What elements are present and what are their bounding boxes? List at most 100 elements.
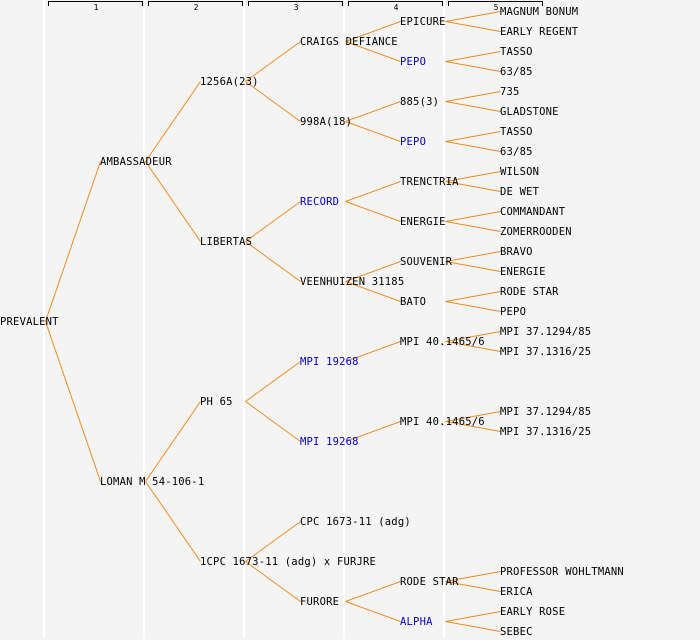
parent-link-line: [145, 161, 201, 242]
ancestor-node-label[interactable]: PEPO: [400, 56, 427, 68]
ancestor-node-label[interactable]: ALPHA: [400, 616, 433, 628]
ancestor-node-label: MPI 40.1465/6: [400, 336, 485, 348]
ancestor-node-label: RODE STAR: [500, 286, 559, 298]
ancestor-node-label: 63/85: [500, 146, 533, 158]
ancestor-node-label: LOMAN M 54-106-1: [100, 476, 205, 488]
ancestor-node-label: TASSO: [500, 126, 533, 138]
ancestor-node-label: 1256A(23): [200, 76, 259, 88]
ancestor-node-label: 63/85: [500, 66, 533, 78]
parent-link-line: [445, 411, 501, 422]
parent-link-line: [445, 301, 501, 312]
ancestor-node-label: GLADSTONE: [500, 106, 559, 118]
ancestor-node-label[interactable]: MPI 19268: [300, 436, 359, 448]
ancestor-node-label: FURORE: [300, 596, 340, 608]
parent-link-line: [445, 341, 501, 352]
ancestor-node-label: RODE STAR: [400, 576, 459, 588]
ancestor-node-label: PH 65: [200, 396, 233, 408]
parent-link-line: [345, 21, 401, 42]
ancestor-node-label: DE WET: [500, 186, 540, 198]
ancestor-node-label: COMMANDANT: [500, 206, 566, 218]
ancestor-node-label: MPI 40.1465/6: [400, 416, 485, 428]
ancestor-node-label: 998A(18): [300, 116, 353, 128]
parent-link-line: [445, 331, 501, 342]
parent-link-line: [445, 91, 501, 102]
parent-link-line: [445, 171, 501, 182]
generation-number: 5: [494, 3, 499, 12]
ancestor-node-label: ENERGIE: [500, 266, 546, 278]
ancestor-node-label: 885(3): [400, 96, 440, 108]
ancestor-node-label: PROFESSOR WOHLTMANN: [500, 566, 624, 578]
parent-link-line: [345, 581, 401, 602]
parent-link-line: [445, 571, 501, 582]
parent-link-line: [345, 341, 401, 362]
column-separators: [43, 0, 445, 638]
generation-headers: 1 2 3 4 5: [48, 1, 543, 12]
ancestor-node-label[interactable]: PEPO: [400, 136, 427, 148]
generation-bracket: [148, 1, 243, 6]
generation-bracket: [48, 1, 143, 6]
parent-link-line: [445, 291, 501, 302]
ancestor-node-label: MPI 37.1294/85: [500, 326, 592, 338]
pedigree-links: [45, 11, 501, 632]
parent-link-line: [445, 101, 501, 112]
parent-link-line: [445, 61, 501, 72]
parent-link-line: [145, 401, 201, 482]
ancestor-node-label: SOUVENIR: [400, 256, 453, 268]
ancestor-node-label: MAGNUM BONUM: [500, 6, 579, 18]
parent-link-line: [245, 201, 301, 242]
generation-number: 3: [294, 3, 299, 12]
parent-link-line: [445, 221, 501, 232]
parent-link-line: [145, 481, 201, 562]
ancestor-node-label: TRENCTRIA: [400, 176, 459, 188]
ancestor-node-label: MPI 37.1294/85: [500, 406, 592, 418]
generation-number: 1: [94, 3, 99, 12]
parent-link-line: [445, 261, 501, 272]
generation-number: 2: [194, 3, 199, 12]
generation-bracket: [248, 1, 343, 6]
ancestor-node-label: WILSON: [500, 166, 540, 178]
ancestor-node-label: CRAIGS DEFIANCE: [300, 36, 398, 48]
generation-bracket: [348, 1, 443, 6]
ancestor-node-label: PEPO: [500, 306, 527, 318]
parent-link-line: [245, 561, 301, 602]
parent-link-line: [445, 421, 501, 432]
ancestor-node-label: EARLY ROSE: [500, 606, 566, 618]
ancestor-node-label: BATO: [400, 296, 427, 308]
ancestor-node-label: EARLY REGENT: [500, 26, 579, 38]
parent-link-line: [245, 361, 301, 402]
parent-link-line: [245, 521, 301, 562]
parent-link-line: [345, 101, 401, 122]
parent-link-line: [445, 141, 501, 152]
ancestor-node-label: 735: [500, 86, 520, 98]
ancestor-node-label: MPI 37.1316/25: [500, 426, 592, 438]
parent-link-line: [445, 181, 501, 192]
parent-link-line: [245, 41, 301, 82]
ancestor-node-label[interactable]: MPI 19268: [300, 356, 359, 368]
parent-link-line: [445, 621, 501, 632]
generation-number: 4: [394, 3, 399, 12]
parent-link-line: [45, 161, 101, 322]
root-node-label: PREVALENT: [0, 316, 59, 328]
parent-link-line: [445, 581, 501, 592]
ancestor-node-label: TASSO: [500, 46, 533, 58]
parent-link-line: [445, 51, 501, 62]
ancestor-node-label: ZOMERROODEN: [500, 226, 572, 238]
parent-link-line: [345, 281, 401, 302]
parent-link-line: [445, 251, 501, 262]
parent-link-line: [445, 611, 501, 622]
parent-link-line: [445, 21, 501, 32]
parent-link-line: [345, 121, 401, 142]
generation-bracket: [448, 1, 543, 6]
ancestor-node-label[interactable]: RECORD: [300, 196, 340, 208]
ancestor-node-label: ERICA: [500, 586, 533, 598]
parent-link-line: [445, 211, 501, 222]
parent-link-line: [445, 131, 501, 142]
ancestor-node-label: ENERGIE: [400, 216, 446, 228]
ancestor-node-label: CPC 1673-11 (adg): [300, 516, 411, 528]
parent-link-line: [345, 601, 401, 622]
parent-link-line: [345, 421, 401, 442]
ancestor-node-label: MPI 37.1316/25: [500, 346, 592, 358]
parent-link-line: [345, 41, 401, 62]
ancestor-node-label: SEBEC: [500, 626, 533, 638]
